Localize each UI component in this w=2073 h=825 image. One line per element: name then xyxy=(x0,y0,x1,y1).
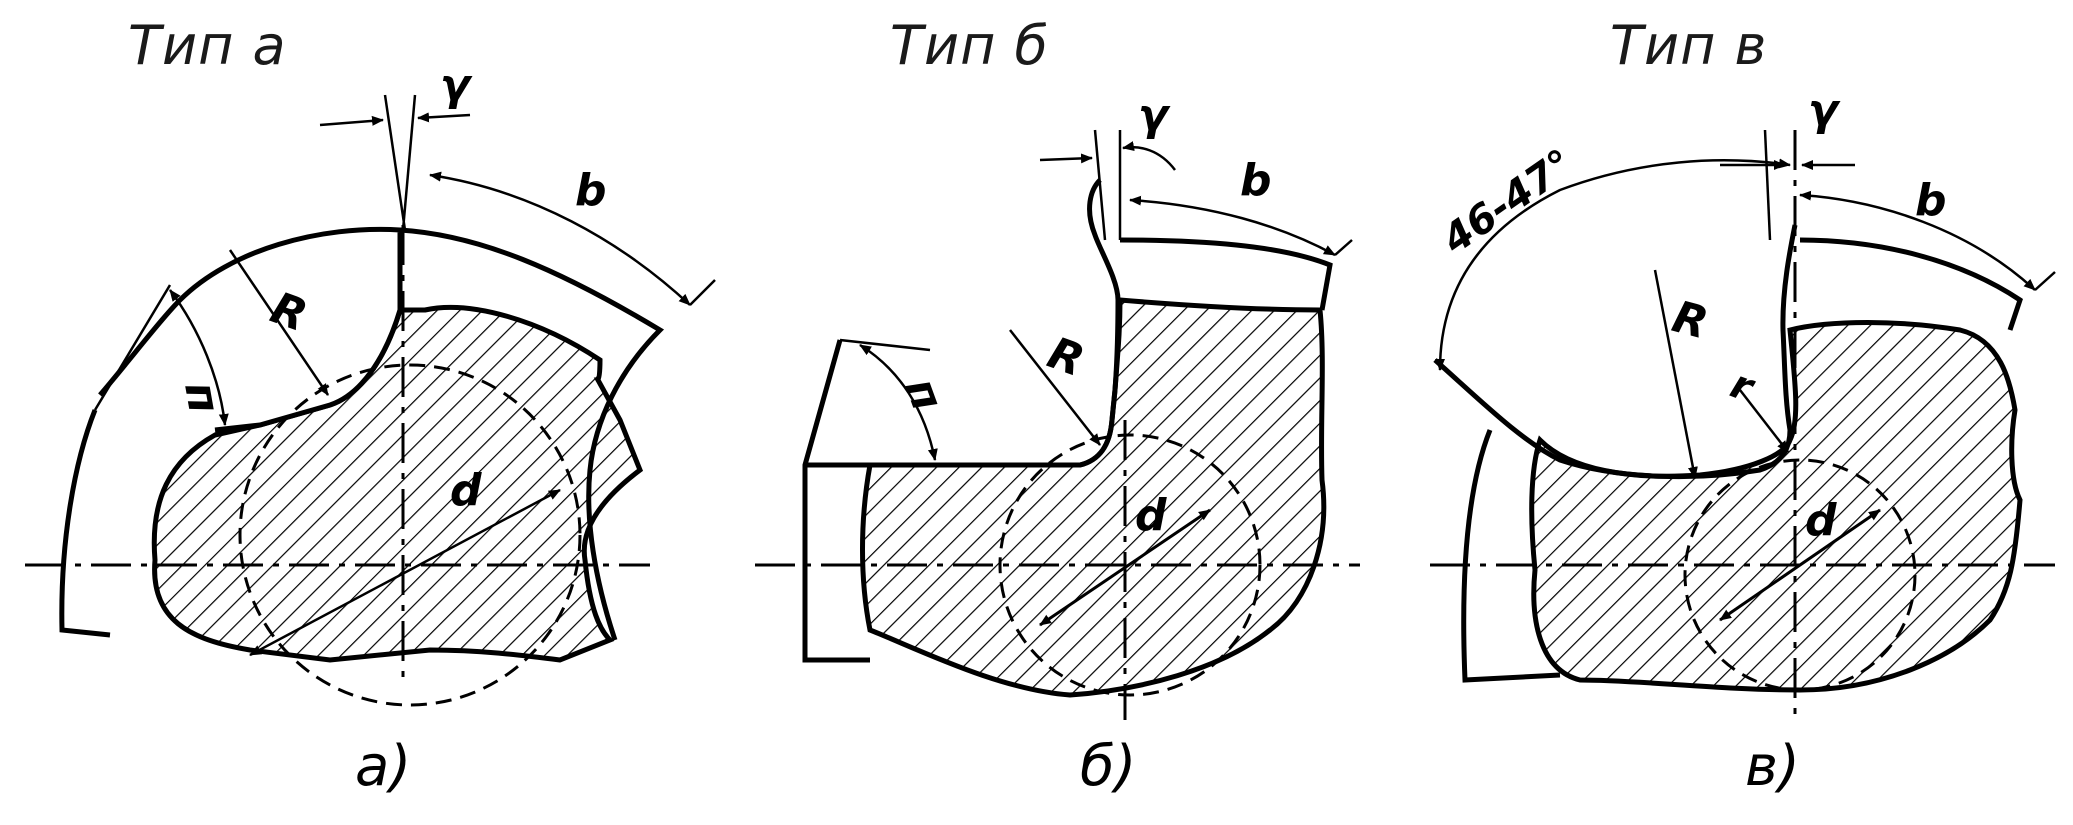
profile-a-gamma-arrow2 xyxy=(417,112,471,123)
profile-b-body xyxy=(860,297,1327,698)
profile-a-gamma-arrow1 xyxy=(319,115,384,127)
profile-b-flute xyxy=(805,178,1121,468)
profile-b-b-arc xyxy=(1129,195,1336,257)
profile-a-core-circle xyxy=(238,363,582,707)
profile-b-gamma-arrow2 xyxy=(1122,141,1176,171)
profile-b-gamma-arrow1 xyxy=(1039,153,1093,164)
profile-a-d-label: d xyxy=(450,465,482,516)
profile-a-r-dim xyxy=(228,249,330,396)
profile-b-r-dim xyxy=(1009,329,1101,446)
profile-v-R-label: R xyxy=(1667,291,1713,349)
profile-v-angle-label: 46-47° xyxy=(1434,141,1582,264)
profile-b-n-label: п xyxy=(895,371,953,417)
profile-v-gamma-label: γ xyxy=(1808,85,1841,136)
profile-a-gamma-line2 xyxy=(401,94,417,231)
profile-b-b-label: b xyxy=(1240,155,1272,206)
profile-b-d-label: d xyxy=(1135,490,1167,541)
profile-b-gamma-label: γ xyxy=(1138,90,1171,141)
figure-label-b: б) xyxy=(1080,734,1136,799)
profile-v-b-arc xyxy=(1799,190,2036,291)
profile-a-gamma-label: γ xyxy=(440,60,473,111)
title-type-v: Тип в xyxy=(1610,14,1768,77)
titles-row: Тип а Тип б Тип в xyxy=(0,0,2073,90)
profile-v-core-circle xyxy=(1683,458,1917,692)
figure-label-v: в) xyxy=(1745,734,1800,799)
profile-v-left-land xyxy=(1461,429,1561,683)
profile-b-b-ext xyxy=(1334,239,1353,256)
profile-b-core-circle xyxy=(998,433,1262,697)
profile-b-top-land xyxy=(1119,237,1333,311)
profile-b-n-arc xyxy=(859,343,938,461)
profile-a: γ b R п d xyxy=(25,60,716,707)
profile-v-b-ext xyxy=(2034,271,2056,291)
profile-v-r-dim xyxy=(1739,389,1789,453)
profile-a-n-ext xyxy=(93,284,172,411)
profile-v-gamma-line1 xyxy=(1763,129,1772,241)
profile-b-gamma-line1 xyxy=(1093,129,1107,241)
profile-v-b-label: b xyxy=(1915,175,1947,226)
profile-v-R-dim xyxy=(1653,269,1698,479)
profile-b-n-ext xyxy=(839,338,931,352)
profile-v-angle-arc xyxy=(1435,158,1791,371)
profile-a-n-arc xyxy=(168,289,229,426)
profile-v-d-dim xyxy=(1719,508,1881,622)
profile-a-left-land xyxy=(59,409,111,638)
title-type-b: Тип б xyxy=(890,14,1049,77)
profile-b-r-label: R xyxy=(1041,327,1090,387)
profile-v: γ b R r d 46-47° xyxy=(1430,85,2056,720)
profile-b: γ b R п d xyxy=(755,90,1360,720)
profile-a-b-arc xyxy=(429,171,691,306)
profile-v-r-label: r xyxy=(1725,361,1761,412)
profile-b-d-dim xyxy=(1039,508,1211,627)
profile-a-b-ext xyxy=(689,279,716,306)
profile-a-gamma-line1 xyxy=(383,94,407,231)
title-type-a: Тип а xyxy=(128,14,287,77)
profile-a-b-label: b xyxy=(575,165,607,216)
profile-v-d-label: d xyxy=(1805,495,1837,546)
profile-v-body xyxy=(1529,320,2023,693)
figure-label-a: а) xyxy=(355,734,411,799)
profile-b-left-land xyxy=(802,339,870,663)
profile-a-d-dim xyxy=(249,488,561,657)
